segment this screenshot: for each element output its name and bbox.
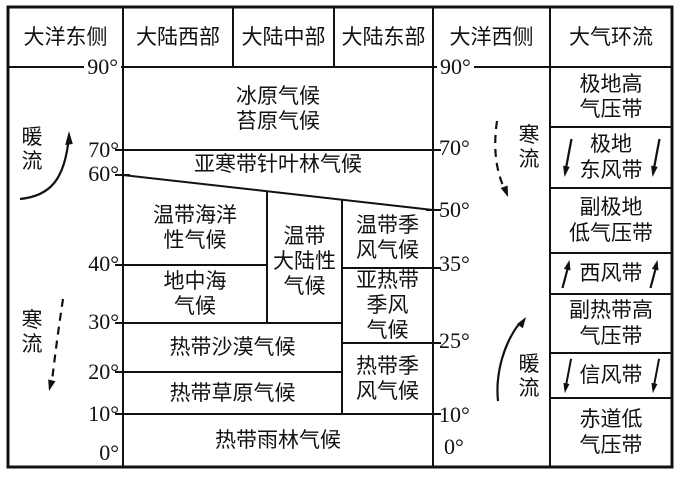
climate-zone-subarctic-conifer: 亚寒带针叶林气候	[194, 151, 362, 176]
wind-arrow-downleft-icon	[651, 138, 661, 177]
warm-current-arrowhead-left	[65, 131, 73, 145]
cold-current-arrowhead-left	[48, 379, 56, 391]
lat-label-right-10: 10°	[439, 402, 470, 427]
cold-current-label-right: 寒流	[518, 123, 540, 171]
pressure-belt-equatorial-low-label: 赤道低 气压带	[579, 407, 643, 457]
cold-current-arrow-left	[50, 298, 65, 382]
lat-label-left-70: 70°	[88, 137, 119, 162]
lat-label-right-70: 70°	[439, 135, 470, 160]
lat-label-left-0: 0°	[99, 440, 119, 465]
header-ocean-east-side: 大洋东侧	[23, 24, 108, 49]
wind-belt-polar-easterlies-label: 极地 东风带	[579, 132, 643, 182]
pressure-belt-equatorial-low: 赤道低 气压带	[550, 398, 672, 467]
climate-zone-temperate-oceanic: 温带海洋 性气候	[153, 202, 237, 252]
warm-current-label-left: 暖流	[21, 125, 43, 173]
wind-arrow-downleft-icon	[563, 138, 573, 177]
climate-zone-temperate-continental: 温带 大陆性 气候	[273, 224, 336, 298]
wind-arrow-downleft-icon	[563, 358, 573, 393]
warm-current-label-right: 暖流	[518, 352, 540, 400]
climate-zone-ice-tundra: 冰原气候 苔原气候	[236, 83, 320, 133]
climate-zone-tropical-rainforest: 热带雨林气候	[215, 428, 341, 453]
wind-arrow-upright-icon	[561, 259, 571, 288]
pressure-belt-subtropical-high-label: 副热带高 气压带	[569, 298, 653, 348]
wind-belt-westerlies-label: 西风带	[579, 260, 643, 285]
header-ocean-west-side: 大洋西侧	[449, 24, 534, 49]
wind-arrow-upright-icon	[649, 259, 659, 288]
lat-label-right-0: 0°	[444, 434, 464, 459]
lat-label-right-50: 50°	[439, 197, 470, 222]
cold-current-label-left: 寒流	[21, 308, 43, 356]
lat-label-left-40: 40°	[88, 251, 119, 276]
pressure-belt-subpolar-low-label: 副极地 低气压带	[569, 195, 653, 245]
cold-current-arrowhead-right	[500, 185, 508, 197]
lat-label-right-35: 35°	[439, 251, 470, 276]
pressure-belt-subtropical-high: 副热带高 气压带	[550, 294, 672, 353]
pressure-belt-polar-high-label: 极地高 气压带	[579, 71, 643, 121]
wind-belt-westerlies: 西风带	[550, 253, 672, 294]
warm-current-arrowhead-right	[516, 317, 526, 329]
lat-label-right-25: 25°	[439, 328, 470, 353]
wind-arrow-downleft-icon	[651, 358, 661, 393]
pressure-belt-polar-high: 极地高 气压带	[550, 67, 672, 127]
cold-current-arrow-right	[494, 120, 506, 189]
lat-label-left-60: 60°	[88, 161, 119, 186]
lat-label-left-30: 30°	[88, 309, 119, 334]
climate-zone-temperate-monsoon: 温带季 风气候	[356, 213, 419, 262]
lat-label-left-90: 90°	[84, 55, 121, 79]
header-continent-east: 大陆东部	[341, 24, 426, 49]
climate-zone-tropical-savanna: 热带草原气候	[169, 380, 296, 405]
lat-label-right-90: 90°	[437, 55, 474, 79]
lat-label-left-10: 10°	[88, 401, 119, 426]
wind-belt-trade-winds: 信风带	[550, 353, 672, 398]
climate-zone-tropical-desert: 热带沙漠气候	[169, 335, 296, 360]
climate-zone-mediterranean: 地中海 气候	[163, 269, 227, 318]
header-atmospheric-circulation: 大气环流	[569, 24, 653, 49]
climate-zone-subtropical-monsoon: 亚热带 季风 气候	[356, 268, 419, 342]
header-continent-west: 大陆西部	[136, 24, 220, 49]
lat-label-left-20: 20°	[88, 359, 119, 384]
climate-zone-tropical-monsoon: 热带季 风气候	[356, 353, 419, 403]
wind-belt-polar-easterlies: 极地 东风带	[550, 127, 672, 188]
pressure-belt-subpolar-low: 副极地 低气压带	[550, 188, 672, 253]
header-continent-middle: 大陆中部	[241, 24, 326, 49]
wind-belt-trade-winds-label: 信风带	[579, 362, 643, 387]
